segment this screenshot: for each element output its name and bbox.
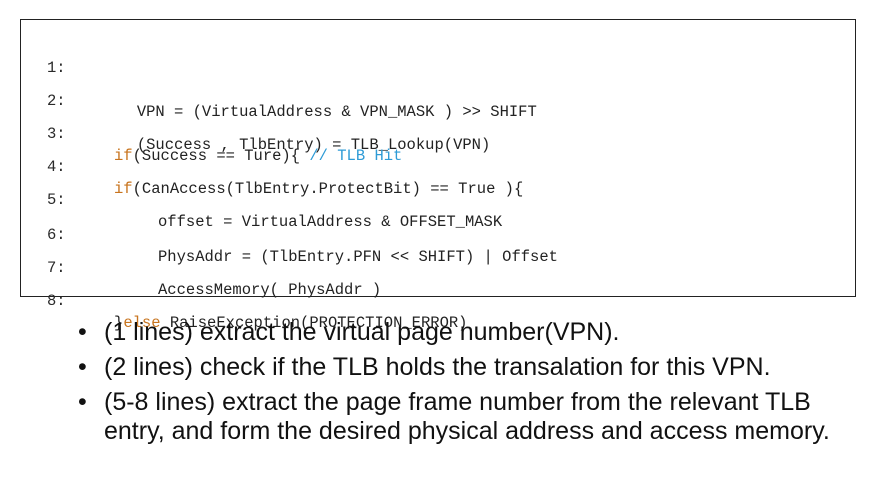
bullet-list: (1 lines) extract the virtual page numbe… — [78, 318, 848, 452]
bullet-item: (1 lines) extract the virtual page numbe… — [78, 318, 848, 347]
code-line-6: 6: PhysAddr = (TlbEntry.PFN << SHIFT) | … — [21, 202, 558, 266]
line-number: 7: — [47, 259, 66, 277]
code-token: (CanAccess(TlbEntry.ProtectBit) == True … — [132, 180, 524, 198]
line-number: 1: — [47, 59, 66, 77]
code-token: offset = VirtualAddress & OFFSET_MASK — [158, 213, 503, 231]
line-number: 3: — [47, 125, 66, 143]
comment-token: // TLB Hit — [309, 147, 403, 165]
code-line-3: 3: if(Success == Ture){ // TLB Hit — [21, 101, 402, 165]
bullet-item: (2 lines) check if the TLB holds the tra… — [78, 353, 848, 382]
code-line-2: 2: (Success , TlbEntry) = TLB_Lookup(VPN… — [21, 68, 490, 154]
code-line-1: 1: VPN = (VirtualAddress & VPN_MASK ) >>… — [21, 35, 537, 121]
code-line-8: 8: }else RaiseException(PROTECTION_ERROR… — [21, 268, 467, 332]
code-text: if(Success == Ture){ // TLB Hit — [114, 145, 402, 167]
line-number: 5: — [47, 191, 66, 209]
line-number: 8: — [47, 292, 66, 310]
code-block: 1: VPN = (VirtualAddress & VPN_MASK ) >>… — [20, 19, 856, 332]
code-token: (Success , TlbEntry) = TLB_Lookup(VPN) — [136, 136, 491, 154]
bullet-item: (5-8 lines) extract the page frame numbe… — [78, 388, 848, 446]
line-number: 6: — [47, 226, 66, 244]
code-text: PhysAddr = (TlbEntry.PFN << SHIFT) | Off… — [158, 246, 558, 268]
code-line-4: 4: if(CanAccess(TlbEntry.ProtectBit) == … — [21, 134, 523, 198]
code-text: (Success , TlbEntry) = TLB_Lookup(VPN) — [81, 112, 490, 178]
code-text: offset = VirtualAddress & OFFSET_MASK — [158, 211, 502, 233]
line-number: 2: — [47, 92, 66, 110]
code-token: PhysAddr = (TlbEntry.PFN << SHIFT) | Off… — [158, 248, 558, 266]
keyword-token: if — [114, 147, 133, 165]
code-token: VPN = (VirtualAddress & VPN_MASK ) >> SH… — [136, 103, 537, 121]
line-number: 4: — [47, 158, 66, 176]
code-line-5: 5: offset = VirtualAddress & OFFSET_MASK — [21, 167, 502, 231]
code-text: VPN = (VirtualAddress & VPN_MASK ) >> SH… — [81, 79, 537, 145]
code-text: if(CanAccess(TlbEntry.ProtectBit) == Tru… — [114, 178, 523, 200]
keyword-token: if — [114, 180, 133, 198]
code-token: AccessMemory( PhysAddr ) — [158, 281, 382, 299]
code-text: AccessMemory( PhysAddr ) — [158, 279, 381, 301]
code-token: (Success == Ture){ — [132, 147, 310, 165]
code-line-7: 7: AccessMemory( PhysAddr ) — [21, 235, 381, 299]
